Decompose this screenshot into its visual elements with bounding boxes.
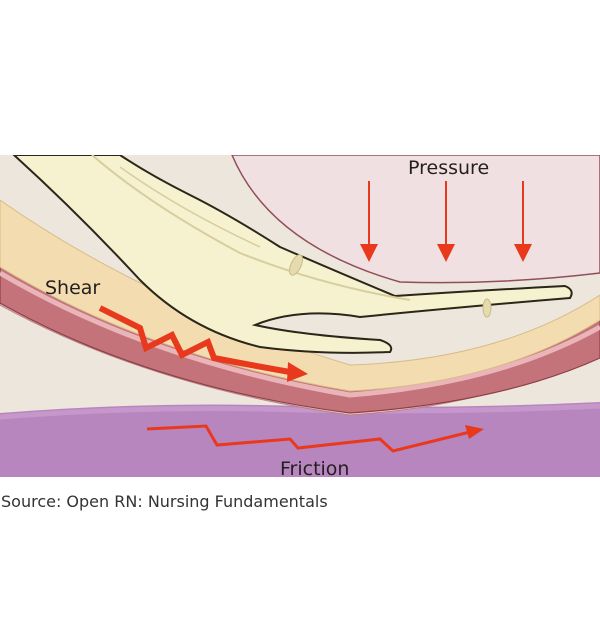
shear-label: Shear (45, 277, 101, 299)
bone-detail-line-2 (119, 166, 261, 248)
pressure-arrowhead (437, 244, 455, 262)
pressure-shear-friction-illustration (0, 155, 600, 477)
support-surface-highlight (0, 403, 600, 420)
pressure-arrows (360, 181, 532, 262)
source-caption: Source: Open RN: Nursing Fundamentals (1, 492, 328, 511)
muscle-inner-band (0, 270, 600, 398)
friction-label: Friction (280, 458, 350, 480)
shear-arrow (98, 305, 308, 382)
support-surface (0, 402, 600, 477)
friction-arrow-path (146, 424, 471, 453)
bone-marking (289, 254, 303, 276)
shear-arrowhead (287, 362, 308, 382)
pressure-label: Pressure (408, 157, 490, 179)
shear-arrow-path (98, 305, 291, 375)
bone-detail-line (91, 155, 411, 301)
bone-marking-2 (482, 298, 492, 318)
pressure-arrowhead (360, 244, 378, 262)
friction-arrow (146, 424, 484, 453)
pressure-arrowhead (514, 244, 532, 262)
bone-structure (12, 155, 573, 354)
friction-arrowhead (465, 425, 484, 439)
pressure-body (231, 155, 600, 284)
